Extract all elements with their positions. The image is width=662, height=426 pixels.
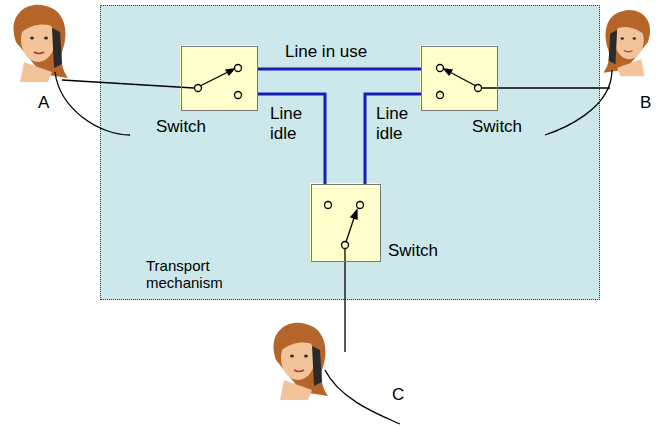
caller-figure: [273, 323, 328, 400]
switch-label: Switch: [472, 117, 522, 137]
line-label: Line in use: [285, 42, 367, 62]
caller-figure: [603, 10, 650, 76]
line-connector: [258, 68, 421, 71]
caller-label: C: [392, 385, 404, 405]
switch-fill: [180, 45, 257, 110]
line-label: Line idle: [376, 104, 418, 143]
line-label: Line idle: [270, 104, 312, 143]
caller-label: B: [640, 93, 651, 113]
caller-label: A: [38, 93, 49, 113]
subscriber-wire: [55, 70, 612, 424]
switch-label: Switch: [388, 241, 438, 261]
transport-ground: [100, 5, 600, 300]
switch-box: Switch: [311, 184, 381, 262]
switch-box: Switch: [181, 46, 258, 111]
region-title: Transport mechanism: [146, 257, 246, 292]
switch-label: Switch: [156, 117, 206, 137]
switch-box: Switch: [421, 46, 498, 111]
switch-contacts: [195, 65, 482, 249]
line-connector: [258, 94, 325, 184]
line-connector: [365, 94, 421, 184]
caller-figure: [13, 5, 68, 82]
switch-fill: [420, 45, 497, 110]
